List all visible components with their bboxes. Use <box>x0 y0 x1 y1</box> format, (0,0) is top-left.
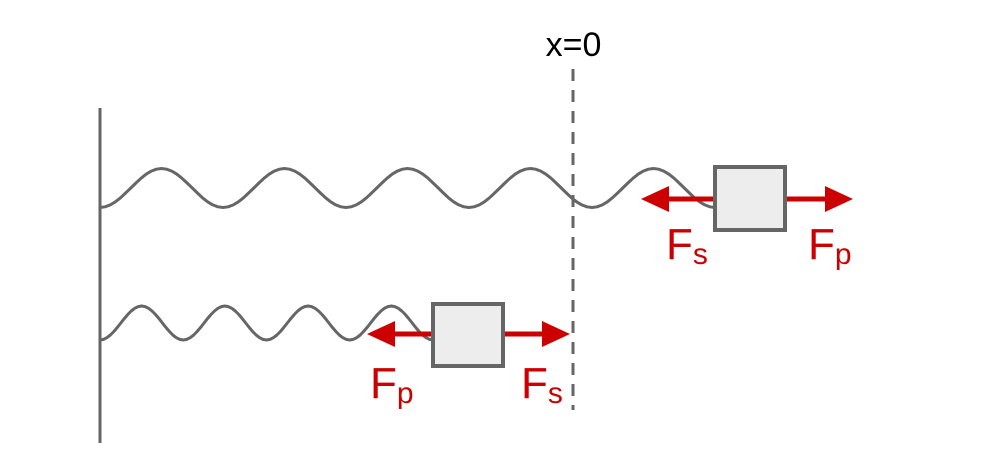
top-applied-force-label: Fp <box>808 223 852 270</box>
top-spring-force-arrowhead <box>641 186 669 212</box>
equilibrium-label: x=0 <box>545 26 602 64</box>
bottom-mass-block <box>431 302 505 368</box>
bottom-spring-force-arrowhead <box>542 321 570 347</box>
top-spring <box>98 167 717 209</box>
bottom-applied-force-label: Fp <box>370 362 414 409</box>
top-applied-force-arrowhead <box>825 186 853 212</box>
force-symbol: F <box>370 359 397 408</box>
force-subscript: s <box>692 238 708 271</box>
force-symbol: F <box>808 220 835 269</box>
force-subscript: p <box>396 377 414 410</box>
bottom-spring-force-label: Fs <box>521 362 563 409</box>
force-subscript: p <box>834 238 852 271</box>
force-subscript: s <box>547 377 563 410</box>
force-symbol: F <box>666 220 693 269</box>
bottom-applied-force-arrowhead <box>367 321 395 347</box>
bottom-spring <box>98 304 435 342</box>
top-spring-force-label: Fs <box>666 223 708 270</box>
top-mass-block <box>713 165 787 232</box>
force-symbol: F <box>521 359 548 408</box>
